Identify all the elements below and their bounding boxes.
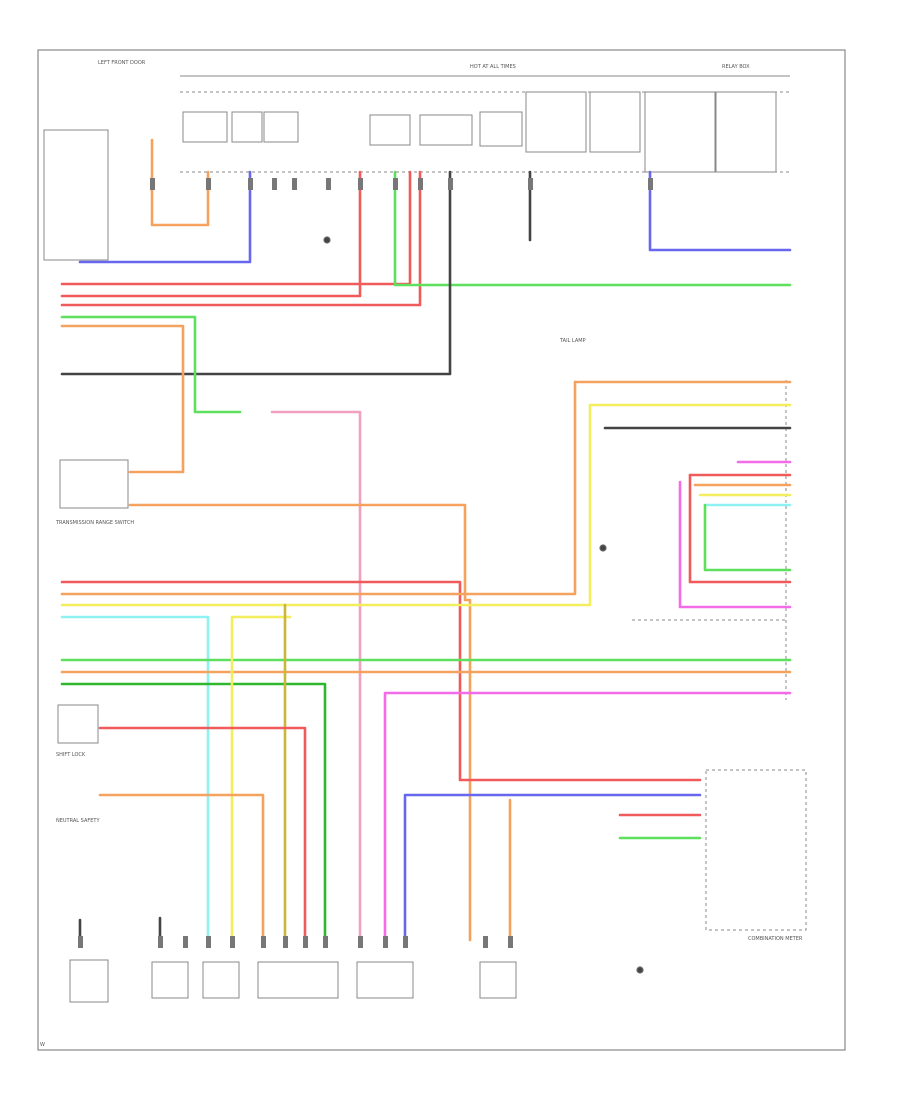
label-combination-meter: COMBINATION METER <box>748 936 803 942</box>
wire-pink-1 <box>270 410 362 942</box>
wire-green-2 <box>60 315 242 414</box>
wire-red-3 <box>60 170 362 298</box>
footer-id: W <box>40 1042 45 1048</box>
wire-red-2 <box>60 170 422 307</box>
top-label-relay-box: RELAY BOX <box>722 64 750 70</box>
wire-orange-6 <box>60 380 577 596</box>
right-connectors <box>632 380 787 700</box>
connector-pins <box>78 178 653 948</box>
top-label-hot-at-all-times: HOT AT ALL TIMES <box>470 64 516 70</box>
wire-red-7 <box>98 726 307 942</box>
left-components <box>43 129 807 1003</box>
wire-orange-9 <box>98 793 265 942</box>
wire-orange-3 <box>128 503 472 942</box>
wire-gray-1 <box>60 170 452 376</box>
wire-pink-3 <box>678 480 792 609</box>
wire-red-5 <box>688 473 792 584</box>
wire-pink-4 <box>383 691 792 942</box>
wire-yellow-4 <box>230 615 292 942</box>
wire-blue-2 <box>648 170 792 252</box>
wire-red-1 <box>60 170 412 286</box>
label-neutral-safety: NEUTRAL SAFETY <box>56 818 100 824</box>
diagram-frame <box>37 49 846 1051</box>
label-tail-lamp: TAIL LAMP <box>559 338 586 344</box>
wire-blue-3 <box>403 793 702 942</box>
ground-symbols <box>323 236 644 974</box>
wire-green-1 <box>393 170 792 287</box>
relay-box-outlines <box>180 75 790 173</box>
wire-darkgreen-1 <box>60 682 327 942</box>
wire-yellow-3 <box>60 403 592 607</box>
top-label-left-front-door: LEFT FRONT DOOR <box>98 60 146 66</box>
label-shift-lock: SHIFT LOCK <box>56 752 86 758</box>
wires <box>60 138 792 942</box>
wire-red-6 <box>60 580 702 782</box>
wire-orange-1 <box>150 138 210 227</box>
label-transmission-range-switch: TRANSMISSION RANGE SWITCH <box>55 520 134 526</box>
wire-green-3 <box>703 503 792 572</box>
wire-blue-1 <box>78 170 252 264</box>
wire-orange-2 <box>60 324 185 474</box>
wire-cyan-2 <box>60 615 210 942</box>
